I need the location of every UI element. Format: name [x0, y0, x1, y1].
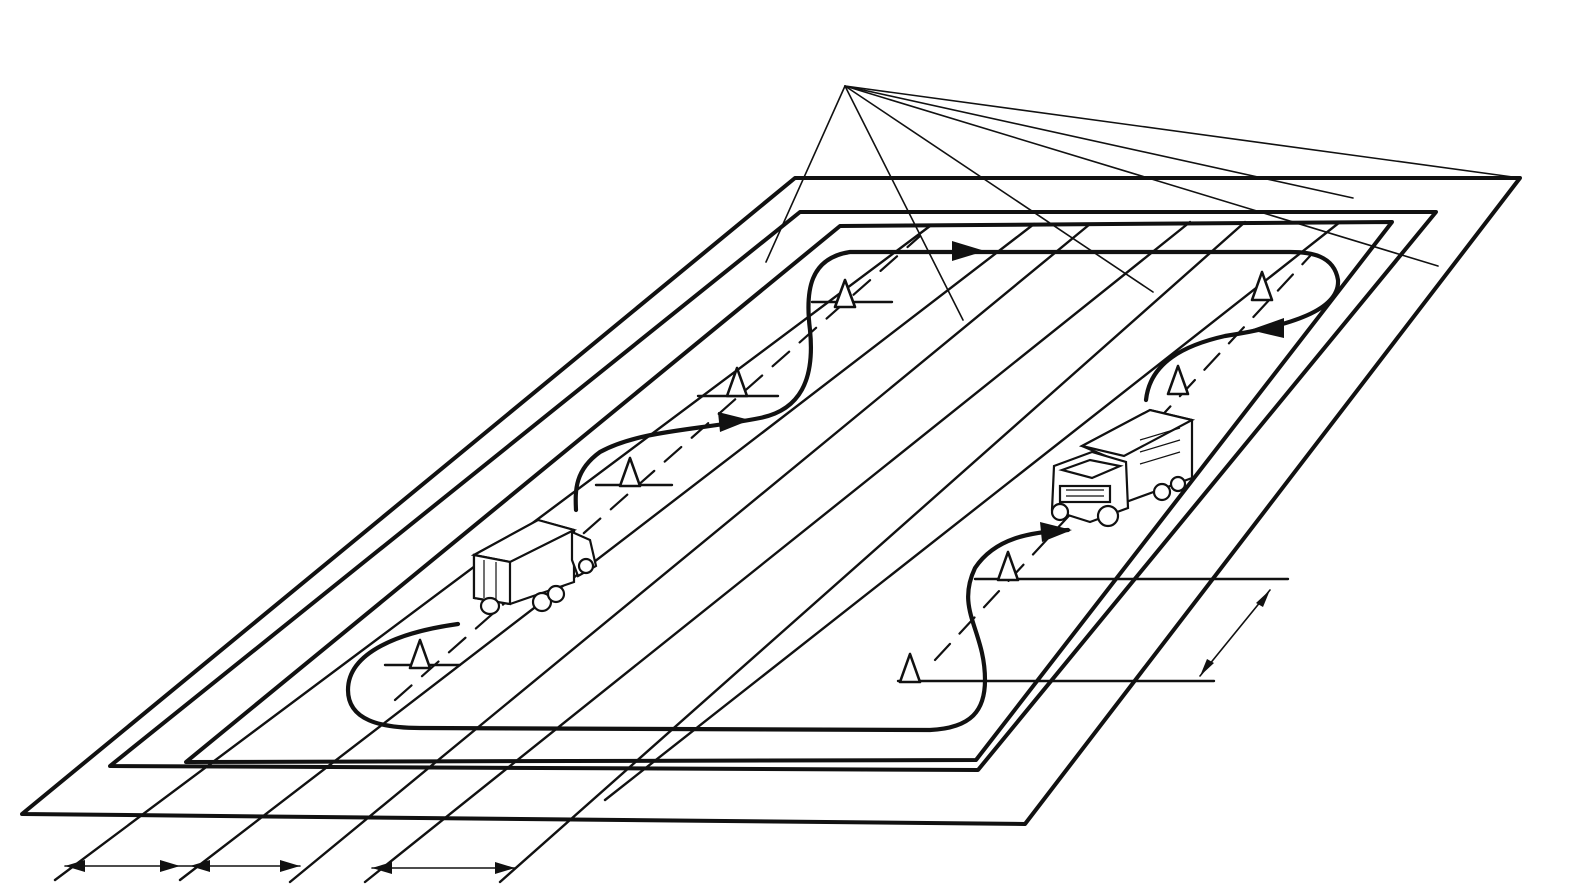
- middle-border: [108, 210, 1438, 772]
- wheel: [577, 557, 595, 575]
- arrowhead: [372, 862, 392, 874]
- truck-detail: [1139, 451, 1181, 465]
- arrowhead: [190, 860, 210, 872]
- truck-detail: [1139, 427, 1181, 441]
- wheel: [1152, 482, 1172, 502]
- left-cone-axis: [393, 234, 922, 702]
- arrowhead: [495, 862, 515, 874]
- route-arrow: [1250, 318, 1284, 338]
- truck-grille: [1058, 484, 1112, 504]
- outer-border: [20, 176, 1522, 826]
- wheel: [479, 596, 501, 616]
- lane-lines: [53, 220, 1342, 884]
- ray-4: [844, 85, 1354, 199]
- arrowhead: [160, 860, 180, 872]
- cones: [408, 270, 1274, 684]
- arrowhead: [1200, 659, 1214, 676]
- lane-line-2: [178, 222, 1036, 882]
- driving-route: [345, 249, 1341, 733]
- wheel: [1169, 475, 1187, 493]
- truck-roof: [1078, 408, 1196, 458]
- ray-3: [844, 85, 1154, 293]
- cone-icon: [833, 278, 857, 309]
- ray-1: [765, 85, 846, 263]
- cone-icon: [898, 652, 922, 684]
- right-cone-axis: [933, 254, 1312, 662]
- cone-icon: [725, 366, 749, 398]
- route-arrows: [718, 241, 1284, 542]
- wheel: [1096, 504, 1120, 528]
- dimension-bottom: [64, 860, 516, 874]
- route-arrow: [952, 241, 985, 261]
- truck-windshield: [1058, 458, 1124, 480]
- dimension-right: [1199, 589, 1271, 677]
- arrowhead: [280, 860, 300, 872]
- arrowhead: [65, 860, 85, 872]
- route-arrow: [1040, 522, 1072, 542]
- route-arrow: [718, 412, 750, 432]
- truck-rear: [472, 553, 512, 606]
- lane-line-5: [498, 220, 1247, 884]
- inner-border: [184, 220, 1394, 764]
- wheel: [1050, 502, 1070, 522]
- truck-detail: [1139, 439, 1181, 453]
- arrowhead: [1256, 590, 1270, 607]
- cone-icon: [1250, 270, 1274, 302]
- cone-icon: [1166, 364, 1190, 396]
- cone-axis-lines: [393, 234, 1312, 702]
- wheel: [546, 584, 566, 604]
- lane-line-6: [603, 220, 1342, 802]
- cone-icon: [408, 638, 432, 670]
- lane-line-4: [363, 220, 1192, 884]
- cone-icon: [618, 456, 642, 488]
- ray-6: [844, 85, 1521, 179]
- cone-icon: [996, 550, 1020, 582]
- ray-2: [844, 85, 964, 321]
- wheel: [531, 591, 553, 613]
- lane-line-3: [288, 222, 1092, 884]
- perspective-rays: [765, 85, 1521, 321]
- truck-right-icon: [1050, 408, 1196, 528]
- truck-left-icon: [470, 518, 598, 616]
